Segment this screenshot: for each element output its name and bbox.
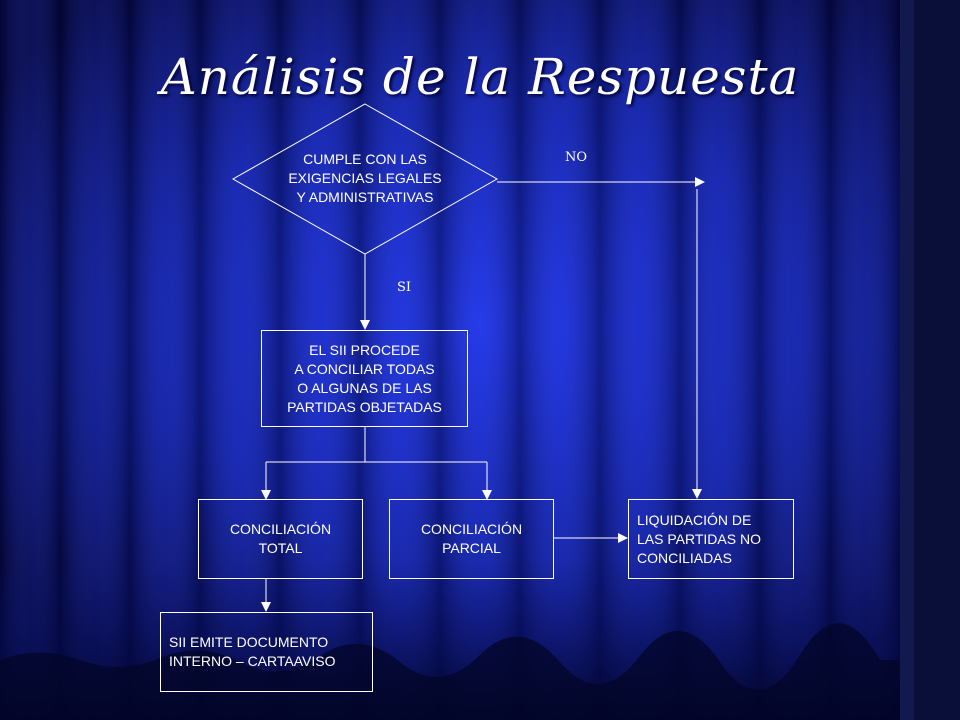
box-liquidacion: LIQUIDACIÓN DE LAS PARTIDAS NO CONCILIAD… (628, 499, 794, 579)
box-documento-interno: SII EMITE DOCUMENTO INTERNO – CARTAAVISO (160, 612, 373, 692)
slide-title: Análisis de la Respuesta (160, 48, 800, 106)
box-conciliacion-parcial: CONCILIACIÓN PARCIAL (389, 499, 554, 579)
label-no: NO (565, 150, 588, 165)
box-conciliacion-total: CONCILIACIÓN TOTAL (198, 499, 363, 579)
decision-text: CUMPLE CON LAS EXIGENCIAS LEGALES Y ADMI… (288, 151, 442, 205)
box-procede: EL SII PROCEDE A CONCILIAR TODAS O ALGUN… (261, 330, 468, 427)
label-si: SI (397, 280, 412, 295)
